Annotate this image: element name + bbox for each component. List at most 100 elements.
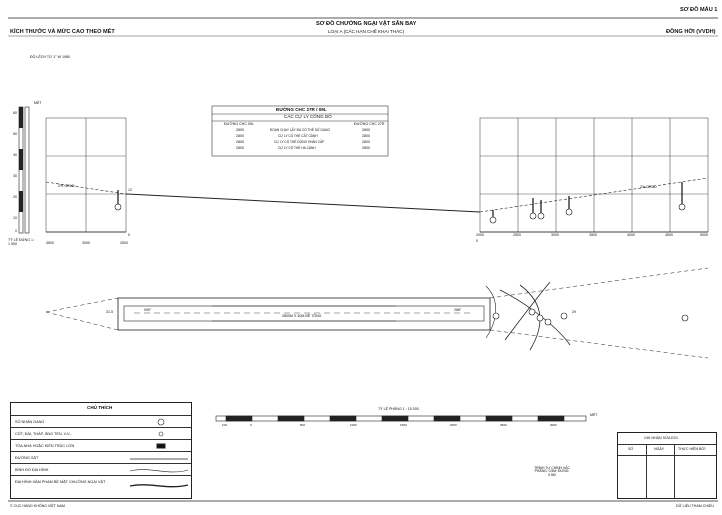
end-left: 31.5 xyxy=(106,310,113,314)
table-row-label: ĐOẠN CHẠY LẤY ĐÀ CÓ THỂ SỬ DỤNG xyxy=(270,128,330,132)
x-tick: 3500 xyxy=(589,233,597,237)
table-right-value: 2800 xyxy=(362,134,370,138)
amendment-col-divider xyxy=(674,444,675,499)
table-col-left: ĐƯỜNG CHC 09L xyxy=(224,122,254,126)
bearing-left: 090° xyxy=(144,308,152,312)
terrain-curve xyxy=(485,285,497,339)
legend-item-label: ĐƯỜNG SẮT xyxy=(15,456,39,460)
y-tick: 40 xyxy=(13,153,17,157)
amendment-col3: THỰC HIỆN BỞI xyxy=(678,447,706,451)
scale-tick: 500 xyxy=(300,423,306,427)
horizontal-scale-label: TỶ LỆ PHẲNG 1 : 15 000 xyxy=(378,407,419,411)
legend-title: CHÚ THÍCH xyxy=(87,405,113,410)
legend-row: BÌNH ĐỒ ĐỊA HÌNH xyxy=(11,463,191,476)
legend-building-symbol xyxy=(156,443,166,449)
y-unit: MÉT xyxy=(34,101,42,105)
threshold-mark: 12 xyxy=(128,188,132,192)
horizontal-scale-bar xyxy=(215,415,587,422)
x-tick: 2000 xyxy=(476,233,484,237)
road-curve xyxy=(504,281,551,341)
legend-item-label: CỘT, ĐÀI, THÁP, ĂNG TEN, V.V... xyxy=(15,432,73,436)
table-right-value: 2800 xyxy=(362,146,370,150)
scale-tick: 2500 xyxy=(500,423,507,427)
plan-obstacle-ids xyxy=(492,308,689,326)
legend-symbols xyxy=(129,418,189,488)
form-number: SƠ ĐỒ MẪU 1 xyxy=(680,7,718,13)
legend-row: SỐ NHẬN DẠNG xyxy=(11,415,191,428)
x-tick: 5000 xyxy=(700,233,708,237)
legend-item-label: ĐỊA HÌNH XÂM PHẠM BỀ MẶT CHƯỚNG NGẠI VẬT xyxy=(15,480,106,484)
footer-left: © CỤC HÀNG KHÔNG VIỆT NAM xyxy=(10,504,65,508)
legend-row: CỘT, ĐÀI, THÁP, ĂNG TEN, V.V... xyxy=(11,427,191,440)
vertical-scale-label: TỶ LỆ ĐỨNG 1 : 1 500 xyxy=(8,238,36,246)
zero-right: 0 xyxy=(476,239,478,243)
right-profile-grid xyxy=(479,117,709,233)
profile-obstacle-ids xyxy=(114,203,686,224)
left-note: KÍCH THƯỚC VÀ MỨC CAO THEO MÉT xyxy=(10,29,115,35)
legend-row: ĐƯỜNG SẮT xyxy=(11,451,191,464)
scale-tick: 3000 xyxy=(550,423,557,427)
legend-item-label: SỐ NHẬN DẠNG xyxy=(15,420,45,424)
road-curve xyxy=(499,289,571,346)
table-right-value: 2800 xyxy=(362,140,370,144)
footer-right: DỮ LIỆU THAM CHIẾU xyxy=(676,504,714,508)
amendment-col1: SỐ xyxy=(628,447,634,451)
amendment-col2: NGÀY xyxy=(654,447,665,451)
legend-terrain-symbol xyxy=(129,469,189,473)
table-row-label: CỰ LY CÓ THỂ DỪNG KHẨN CẤP xyxy=(274,140,325,144)
y-tick: 50 xyxy=(13,132,17,136)
table-title: ĐƯỜNG CHC 27R / 09L xyxy=(276,107,327,112)
legend-mast-symbol xyxy=(158,431,164,437)
runway-label: 2800M X 40M BÊ TÔNG xyxy=(282,314,322,318)
zero-left: 0 xyxy=(128,233,130,237)
y-tick: 60 xyxy=(13,111,17,115)
table-right-value: 2800 xyxy=(362,128,370,132)
x-tick: 4500 xyxy=(665,233,673,237)
table-left-value: 2800 xyxy=(236,146,244,150)
x-tick: 3500 xyxy=(46,241,54,245)
amendment-col-divider xyxy=(646,444,647,499)
bearing-right: 268° xyxy=(454,308,462,312)
scale-tick: 1000 xyxy=(350,423,357,427)
legend-penetration-symbol xyxy=(129,484,189,488)
legend-item-label: BÌNH ĐỒ ĐỊA HÌNH xyxy=(15,468,49,472)
x-tick: 4000 xyxy=(627,233,635,237)
profile-lines xyxy=(45,177,709,233)
y-tick: 0 xyxy=(15,229,17,233)
scale-tick: 1500 xyxy=(400,423,407,427)
table-left-value: 2800 xyxy=(236,128,244,132)
x-tick: 2500 xyxy=(120,241,128,245)
scale-tick: 2000 xyxy=(450,423,457,427)
y-tick: 10 xyxy=(13,216,17,220)
page-subtitle: LOẠI A (CÁC HẠN CHẾ KHAI THÁC) xyxy=(328,29,404,34)
table-row-label: CỰ LY CÓ THỂ CẤT CÁNH xyxy=(278,134,318,138)
airport-code: ĐỒNG HỚI (VVDH) xyxy=(666,29,716,35)
amendment-divider xyxy=(618,444,716,445)
legend-row: ĐỊA HÌNH XÂM PHẠM BỀ MẶT CHƯỚNG NGẠI VẬT xyxy=(11,475,191,488)
accuracy-note: TRÌNH TỰ CHÍNH XÁC PHẲNG: 0.5M; ĐỨNG: 0.… xyxy=(534,466,570,477)
declination-label: ĐỘ LỆCH TỪ 1° W 1980 xyxy=(30,55,70,59)
runway-strip xyxy=(117,297,491,331)
page-title: SƠ ĐỒ CHƯỚNG NGẠI VẬT SÂN BAY xyxy=(316,21,417,27)
amendment-title: GHI NHẬN SỬA ĐỔI xyxy=(644,436,678,440)
slope-left: 2% GRAD xyxy=(58,184,75,188)
table-subtitle: CÁC CỰ LY CÔNG BỐ xyxy=(284,114,332,119)
table-col-right: ĐƯỜNG CHC 27R xyxy=(354,122,385,126)
legend-item-label: TÒA NHÀ HOẶC KIẾN TRÚC LỚN xyxy=(15,444,75,448)
end-right: 29 xyxy=(572,310,576,314)
x-tick: 2500 xyxy=(513,233,521,237)
table-left-value: 2800 xyxy=(236,140,244,144)
table-left-value: 2800 xyxy=(236,134,244,138)
scale-unit: MÉT xyxy=(590,413,598,417)
legend-row: TÒA NHÀ HOẶC KIẾN TRÚC LỚN xyxy=(11,439,191,452)
scale-tick: 0 xyxy=(250,423,252,427)
distances-table-frame xyxy=(211,105,389,157)
legend-id-symbol xyxy=(157,418,165,426)
x-tick: 3000 xyxy=(551,233,559,237)
y-tick: 20 xyxy=(13,195,17,199)
vertical-scale-bar xyxy=(18,106,30,234)
x-tick: 3000 xyxy=(82,241,90,245)
left-profile-grid xyxy=(45,117,127,233)
table-row-label: CỰ LY CÓ THỂ HẠ CÁNH xyxy=(278,146,316,150)
